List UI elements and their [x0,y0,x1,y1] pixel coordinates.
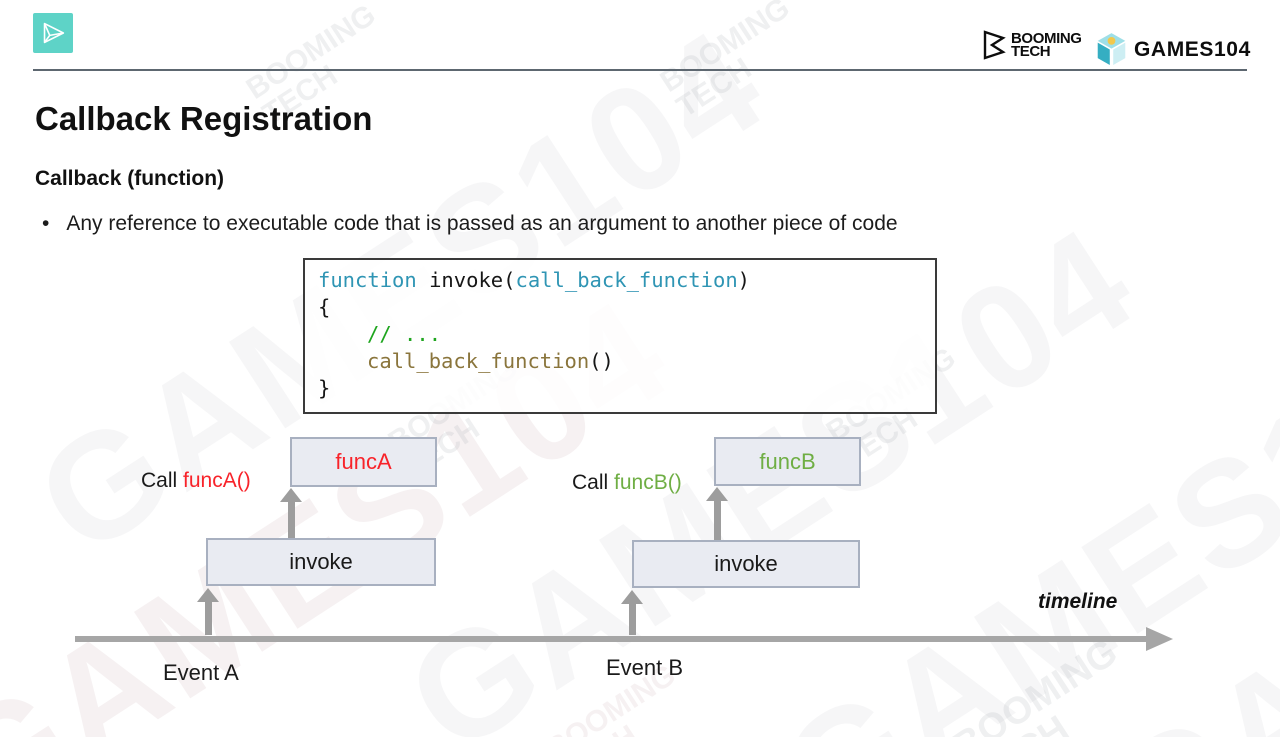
arrow-head [280,488,302,502]
booming-tech-wordmark: BOOMING TECH [1011,29,1082,60]
course-brand-badge [33,13,73,53]
arrow-shaft [204,601,212,635]
games104-wordmark: GAMES104 [1134,37,1251,61]
code-comment: // ... [367,322,442,346]
timeline-label: timeline [1038,590,1118,613]
watermark-booming-tech: BOOMING TECH [946,631,1125,737]
call-funcb-label: Call funcB() [572,471,682,495]
code-line: call_back_function() [318,348,935,375]
funca-call-text: funcA() [183,469,251,492]
arrow-eventb-to-invoke [621,590,643,635]
code-argument: call_back_function [515,268,738,292]
tech-text: TECH [1011,43,1051,60]
watermark-games104: GAMES104 [1081,296,1280,737]
call-prefix: Call [572,471,615,494]
paper-plane-icon [43,22,65,44]
funcb-box: funcB [714,437,861,486]
booming-text: BOOMING [1011,29,1082,47]
call-prefix: Call [141,469,184,492]
funca-box: funcA [290,437,437,487]
timeline-arrow-head-icon [1146,627,1173,651]
bullet-text: Any reference to executable code that is… [66,212,898,235]
code-callback-call: call_back_function [367,349,590,373]
invoke-box-label: invoke [289,549,353,574]
code-line: } [318,376,331,400]
code-paren: ) [737,268,751,292]
header-divider [33,69,1247,71]
code-line: function invoke(call_back_function) [318,267,935,294]
bullet-item: • Any reference to executable code that … [42,212,1092,236]
code-block: function invoke(call_back_function) { //… [303,258,937,414]
funca-box-label: funcA [335,449,392,474]
arrow-invoke-to-funcb [706,487,728,540]
code-paren: () [589,349,614,373]
booming-tech-logo: BOOMING TECH [981,30,1082,60]
timeline-axis [75,636,1147,642]
code-function-name: invoke( [416,268,516,292]
page-subtitle: Callback (function) [35,167,225,190]
games104-logo: GAMES104 [1096,32,1251,67]
invoke-box-right: invoke [632,540,860,588]
arrow-shaft [287,501,295,538]
funcb-box-label: funcB [759,448,816,474]
arrow-shaft [628,603,636,635]
arrow-head [706,487,728,501]
arrow-invoke-to-funca [280,488,302,538]
arrow-head [197,588,219,602]
funcb-call-text: funcB() [614,471,682,494]
invoke-box-label: invoke [714,551,778,576]
call-funca-label: Call funcA() [141,469,251,493]
invoke-box-left: invoke [206,538,436,586]
event-b-label: Event B [606,655,684,680]
code-line: { [318,295,331,319]
page-title: Callback Registration [35,100,373,137]
watermark-booming-tech: BOOMING TECH [654,0,796,124]
arrow-shaft [713,500,721,540]
arrow-head [621,590,643,604]
arrow-eventa-to-invoke [197,588,219,635]
event-a-label: Event A [163,660,239,685]
booming-tech-b-icon [983,30,1006,60]
bullet-marker: • [42,212,50,235]
code-keyword: function [318,268,417,292]
games104-cube-icon [1097,33,1126,65]
